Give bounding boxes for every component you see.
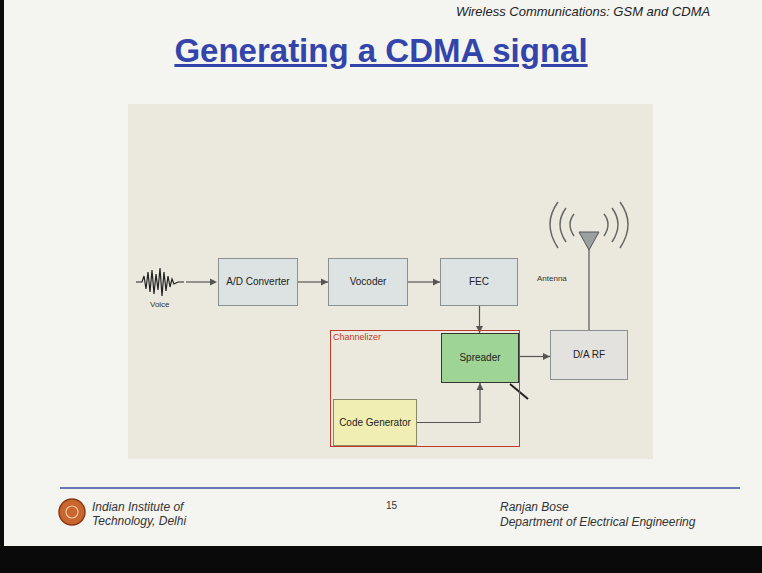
- connector-arrow: [298, 281, 328, 282]
- antenna-label: Antenna: [537, 274, 567, 283]
- node-text: D/A RF: [570, 349, 608, 361]
- arrow-head: [210, 279, 217, 286]
- antenna-symbol: [579, 232, 599, 250]
- input-wire: [186, 281, 212, 282]
- node-text: Vocoder: [347, 276, 390, 288]
- process-box: A/D Converter: [218, 258, 298, 306]
- slide-title: Generating a CDMA signal: [0, 32, 762, 70]
- process-box: Vocoder: [328, 258, 408, 306]
- process-box: Code Generator: [333, 399, 417, 446]
- radio-waves: [550, 202, 628, 248]
- process-box: D/A RF: [550, 330, 628, 380]
- antenna-feed: [588, 247, 589, 330]
- connector-arrow: [519, 356, 550, 357]
- node-text: Code Generator: [336, 417, 414, 429]
- footer-institute: Indian Institute of Technology, Delhi: [92, 500, 232, 529]
- process-box: Spreader: [441, 333, 519, 383]
- node-text: Channelizer: [333, 332, 381, 342]
- connector-arrow: [417, 383, 480, 423]
- connector-arrow: [479, 306, 480, 333]
- process-box: FEC: [440, 258, 518, 306]
- node-text: Spreader: [456, 352, 503, 364]
- voice-waveform: [136, 268, 184, 296]
- slide-number: 15: [386, 500, 397, 511]
- node-text: FEC: [466, 276, 492, 288]
- footer-department: Department of Electrical Engineering: [500, 515, 695, 529]
- institute-logo: [59, 499, 85, 525]
- node-text: A/D Converter: [223, 276, 292, 288]
- footer-author: Ranjan Bose: [500, 500, 569, 514]
- connector-arrow: [408, 281, 440, 282]
- pointer-stroke: [510, 384, 528, 399]
- footer-rule: [60, 487, 740, 489]
- signal-label: Voice: [150, 300, 170, 309]
- group-box: ChannelizerSpreaderCode Generator: [330, 330, 520, 447]
- header-text: Wireless Communications: GSM and CDMA: [456, 4, 710, 19]
- logo-detail: [66, 506, 78, 518]
